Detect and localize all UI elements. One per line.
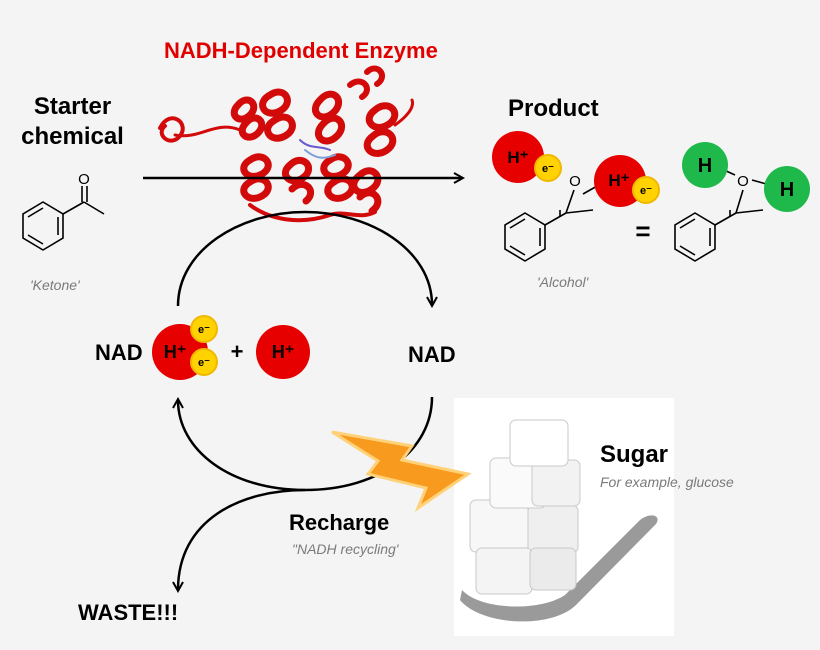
- product-title: Product: [508, 95, 599, 122]
- ketone-structure: [22, 186, 105, 251]
- starter-line-2: chemical: [21, 123, 124, 150]
- hydrogen-alcohol-oxygen: O: [737, 173, 749, 190]
- recharge-label: Recharge: [289, 510, 390, 535]
- product-electron-1-label: e⁻: [542, 163, 554, 175]
- product-proton-1-label: H⁺: [507, 148, 528, 167]
- alcohol-oxygen: O: [569, 173, 581, 190]
- hydrogen-atom-1: [682, 142, 728, 188]
- enzyme-title: NADH-Dependent Enzyme: [164, 38, 438, 63]
- nadh-electron-2-label: e⁻: [198, 357, 210, 369]
- hydrogen-alcohol-structure: [674, 169, 771, 262]
- product-electron-1: [534, 154, 562, 182]
- enzyme-structure: [158, 65, 415, 223]
- nadh-proton-label: H⁺: [164, 342, 187, 362]
- ketone-oxygen: O: [78, 171, 90, 188]
- nad-label: NAD: [408, 342, 456, 367]
- waste-arrow: [178, 488, 306, 590]
- ketone-caption: 'Ketone': [30, 277, 80, 293]
- nadh-label: NAD: [95, 340, 143, 365]
- sugar-label: Sugar: [600, 441, 669, 468]
- nadh-electron-1: [190, 315, 218, 343]
- equals-sign: =: [635, 216, 650, 246]
- alcohol-caption: 'Alcohol': [537, 274, 589, 290]
- hydrogen-atom-2-label: H: [780, 179, 794, 201]
- recharge-caption: "NADH recycling': [292, 541, 399, 557]
- free-proton-label: H⁺: [272, 342, 295, 362]
- starter-chemical-label: Starter chemical: [10, 92, 135, 152]
- lightning-bolt-icon: [331, 430, 472, 513]
- alcohol-structure: [504, 180, 607, 262]
- product-proton-1: [492, 131, 544, 183]
- cycle-arc-top: [176, 210, 432, 306]
- free-proton: [256, 325, 310, 379]
- nadh-electron-1-label: e⁻: [198, 324, 210, 336]
- starter-line-1: Starter: [33, 93, 112, 120]
- sugar-caption: For example, glucose: [600, 474, 734, 490]
- product-electron-2-label: e⁻: [640, 185, 652, 197]
- product-proton-2-label: H⁺: [608, 171, 629, 190]
- hydrogen-atom-1-label: H: [698, 155, 712, 177]
- product-electron-2: [632, 176, 660, 204]
- waste-label: WASTE!!!: [78, 600, 179, 625]
- nadh-electron-2: [190, 348, 218, 376]
- sugar-cubes-image: [460, 419, 658, 622]
- hydrogen-atom-2: [764, 166, 810, 212]
- plus-sign: +: [231, 339, 244, 364]
